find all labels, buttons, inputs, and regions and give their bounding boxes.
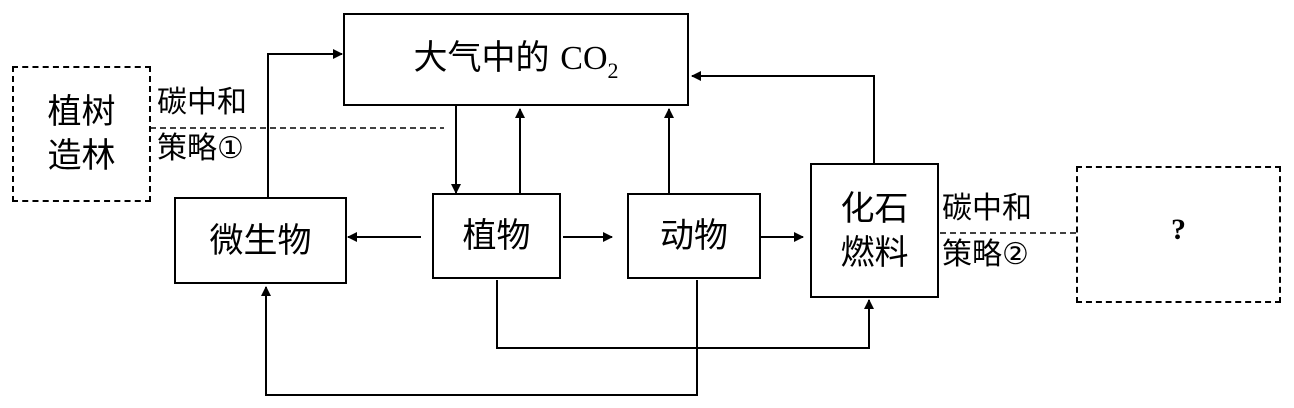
- question-mark: ?: [1171, 213, 1186, 246]
- microbes-label: 微生物: [209, 220, 312, 261]
- strategy1-label: 碳中和 策略①: [157, 82, 247, 170]
- afforestation-box: 植树 造林: [12, 66, 151, 202]
- afforestation-line1: 植树: [47, 92, 116, 132]
- fossil-fuel-line2: 燃料: [840, 232, 909, 273]
- arrow-animals-to-microbes: [261, 280, 698, 396]
- strategy1-line2: 策略①: [157, 131, 244, 166]
- unknown-strategy-box: ?: [1076, 166, 1281, 303]
- arrow-plants-to-fossil-fuel: [496, 280, 874, 349]
- afforestation-line2: 造林: [47, 136, 116, 176]
- strategy2-label: 碳中和 策略②: [942, 188, 1032, 276]
- co2-main: CO: [560, 39, 608, 77]
- co2-subscript: 2: [607, 57, 619, 83]
- fossil-fuel-box: 化石 燃料: [810, 163, 939, 298]
- strategy1-line1: 碳中和: [157, 85, 247, 120]
- arrow-microbes-to-atmosphere: [267, 49, 343, 197]
- atmosphere-co2-box: 大气中的 CO2: [343, 13, 689, 106]
- plants-label: 植物: [462, 216, 531, 256]
- arrow-fossil-fuel-to-atmosphere: [691, 71, 875, 163]
- co2-formula: CO2: [560, 39, 618, 83]
- strategy2-line1: 碳中和: [942, 191, 1032, 226]
- strategy2-line2: 策略②: [942, 237, 1029, 272]
- microbes-box: 微生物: [174, 197, 347, 284]
- animals-box: 动物: [627, 193, 761, 279]
- atmosphere-label: 大气中的 CO2: [413, 36, 618, 84]
- fossil-fuel-line1: 化石: [840, 188, 909, 229]
- atmosphere-prefix: 大气中的: [413, 37, 550, 78]
- plants-box: 植物: [432, 193, 561, 279]
- animals-label: 动物: [660, 216, 728, 256]
